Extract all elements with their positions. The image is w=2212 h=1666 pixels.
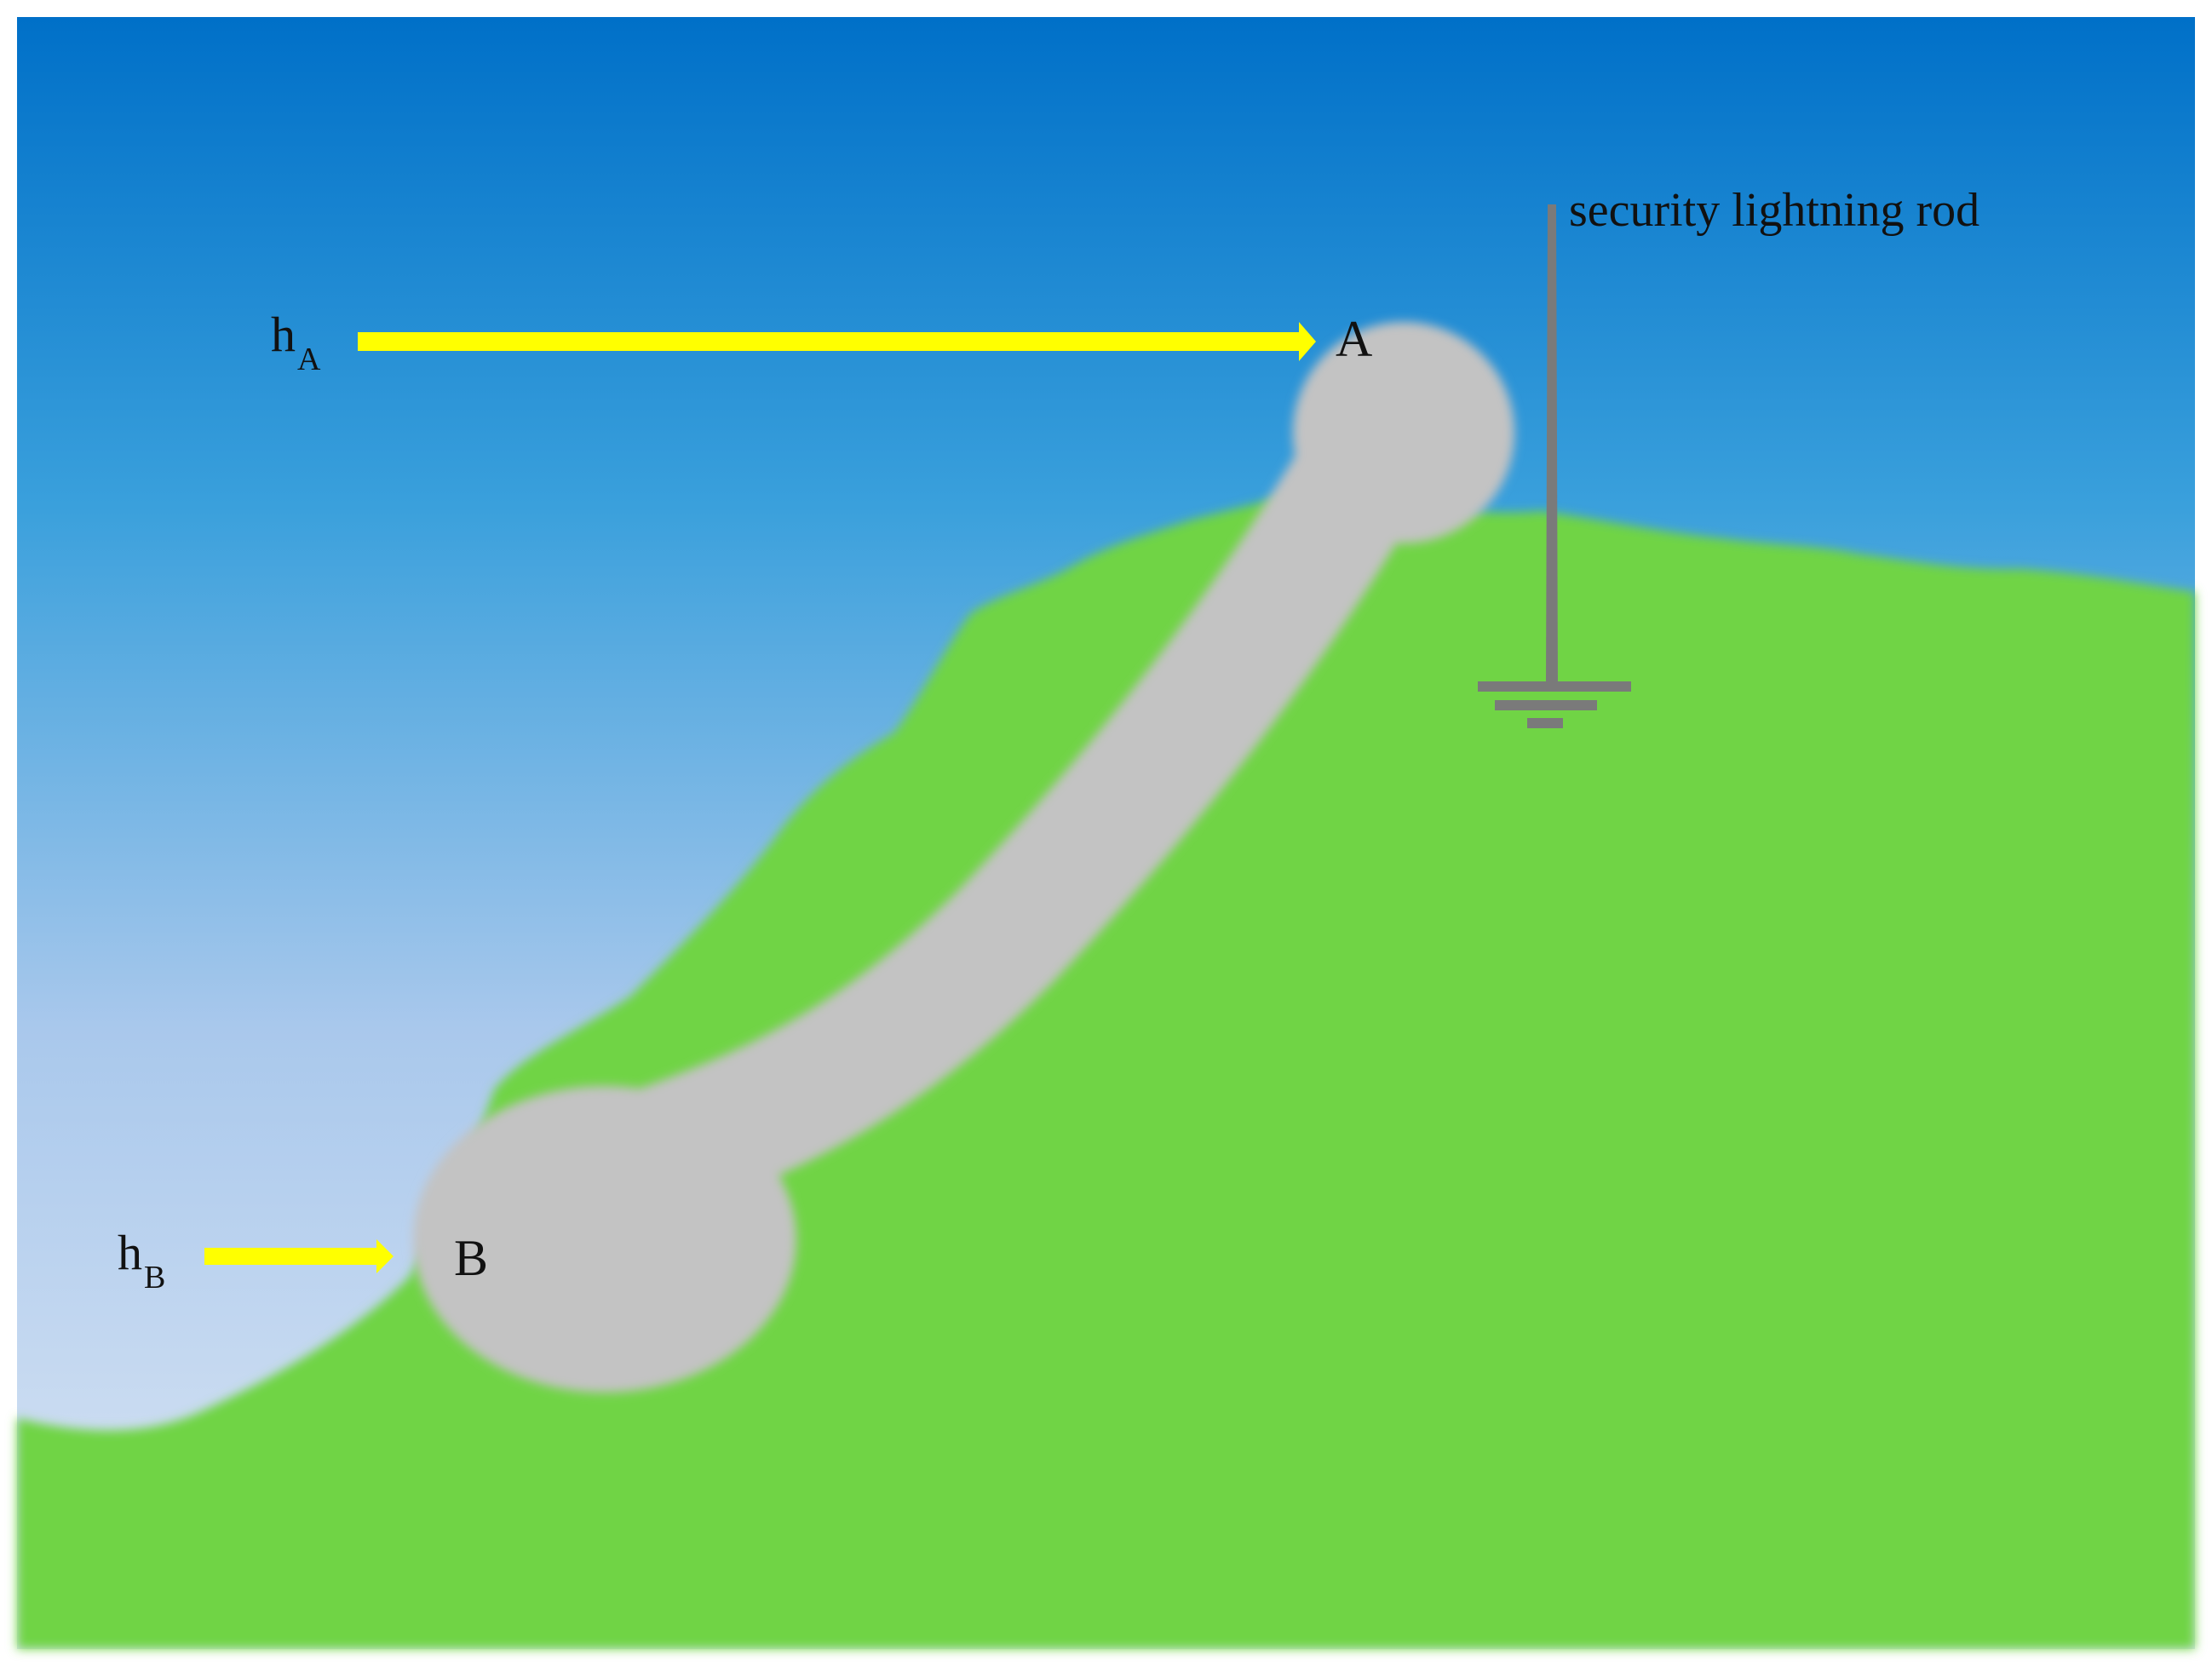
conductor-top-knob	[1293, 322, 1514, 543]
conductor-bottom-knob	[413, 1086, 796, 1393]
height-b-label-subscript: B	[144, 1260, 165, 1295]
height-b-arrow-shaft	[204, 1248, 379, 1265]
point-b-label: B	[454, 1230, 488, 1286]
height-a-label-subscript: A	[297, 342, 321, 377]
rod-mast	[1546, 204, 1558, 686]
height-a-arrow-head	[1299, 322, 1316, 361]
conductor-body	[413, 322, 1514, 1393]
point-a-label: A	[1336, 311, 1372, 367]
height-b-label: hB	[118, 1225, 165, 1295]
height-b-label-base: h	[118, 1225, 142, 1280]
height-a-arrow	[358, 322, 1316, 361]
ground-line-2	[1495, 700, 1597, 710]
lightning-rod-label: security lightning rod	[1569, 184, 1979, 237]
ground-line-3	[1527, 718, 1563, 728]
ground-line-1	[1478, 681, 1631, 692]
height-a-label: hA	[271, 307, 321, 377]
lightning-rod	[1478, 204, 1631, 728]
height-a-label-base: h	[271, 307, 296, 362]
height-a-arrow-shaft	[358, 332, 1303, 351]
conductor-arm	[598, 419, 1421, 1216]
height-b-arrow-head	[376, 1239, 394, 1273]
height-b-arrow	[204, 1239, 394, 1273]
